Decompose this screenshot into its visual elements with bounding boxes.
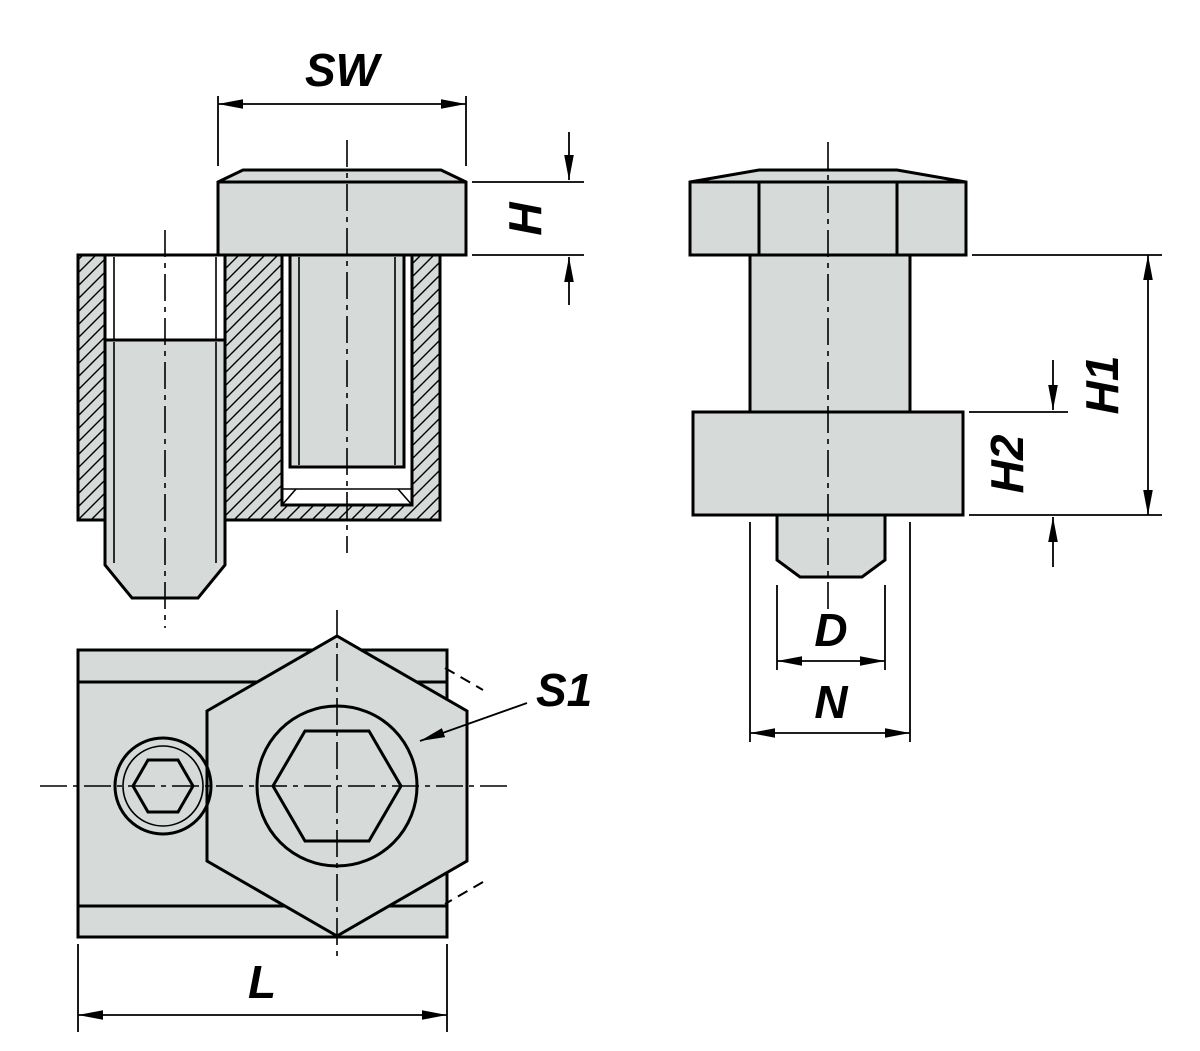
dimension-sw: SW	[217, 44, 467, 166]
dimension-label-d: D	[814, 604, 847, 656]
side-view: H1 H2 D N	[688, 142, 1162, 742]
dimension-label-sw: SW	[305, 44, 383, 96]
body-neck	[748, 253, 912, 414]
dimension-h2: H2	[969, 360, 1068, 567]
dimension-label-l: L	[248, 956, 276, 1008]
section-hatching	[78, 255, 440, 520]
hidden-edge-line	[444, 667, 484, 691]
front-section-view: SW H	[76, 44, 584, 628]
set-screw-minor-circle	[122, 745, 204, 827]
hole-chamfer-line	[397, 488, 413, 506]
hidden-edge-line	[444, 881, 484, 905]
top-view: S1 L	[40, 610, 592, 1032]
dimension-h: H	[472, 132, 584, 305]
leader-line	[419, 702, 528, 742]
hole-chamfer-line	[281, 488, 297, 506]
dimension-label-h: H	[499, 202, 551, 236]
dimension-label-s1: S1	[536, 664, 592, 716]
threaded-stud	[775, 513, 887, 579]
dimension-label-n: N	[814, 676, 848, 728]
leader-s1: S1	[419, 664, 592, 742]
dimension-n: N	[749, 522, 911, 742]
set-screw-major-circle	[113, 736, 213, 836]
dimension-label-h2: H2	[981, 434, 1033, 493]
dimension-d: D	[776, 585, 886, 670]
dimension-h1: H1	[969, 254, 1162, 516]
dimension-l: L	[77, 944, 448, 1032]
dimension-label-h1: H1	[1076, 356, 1128, 415]
